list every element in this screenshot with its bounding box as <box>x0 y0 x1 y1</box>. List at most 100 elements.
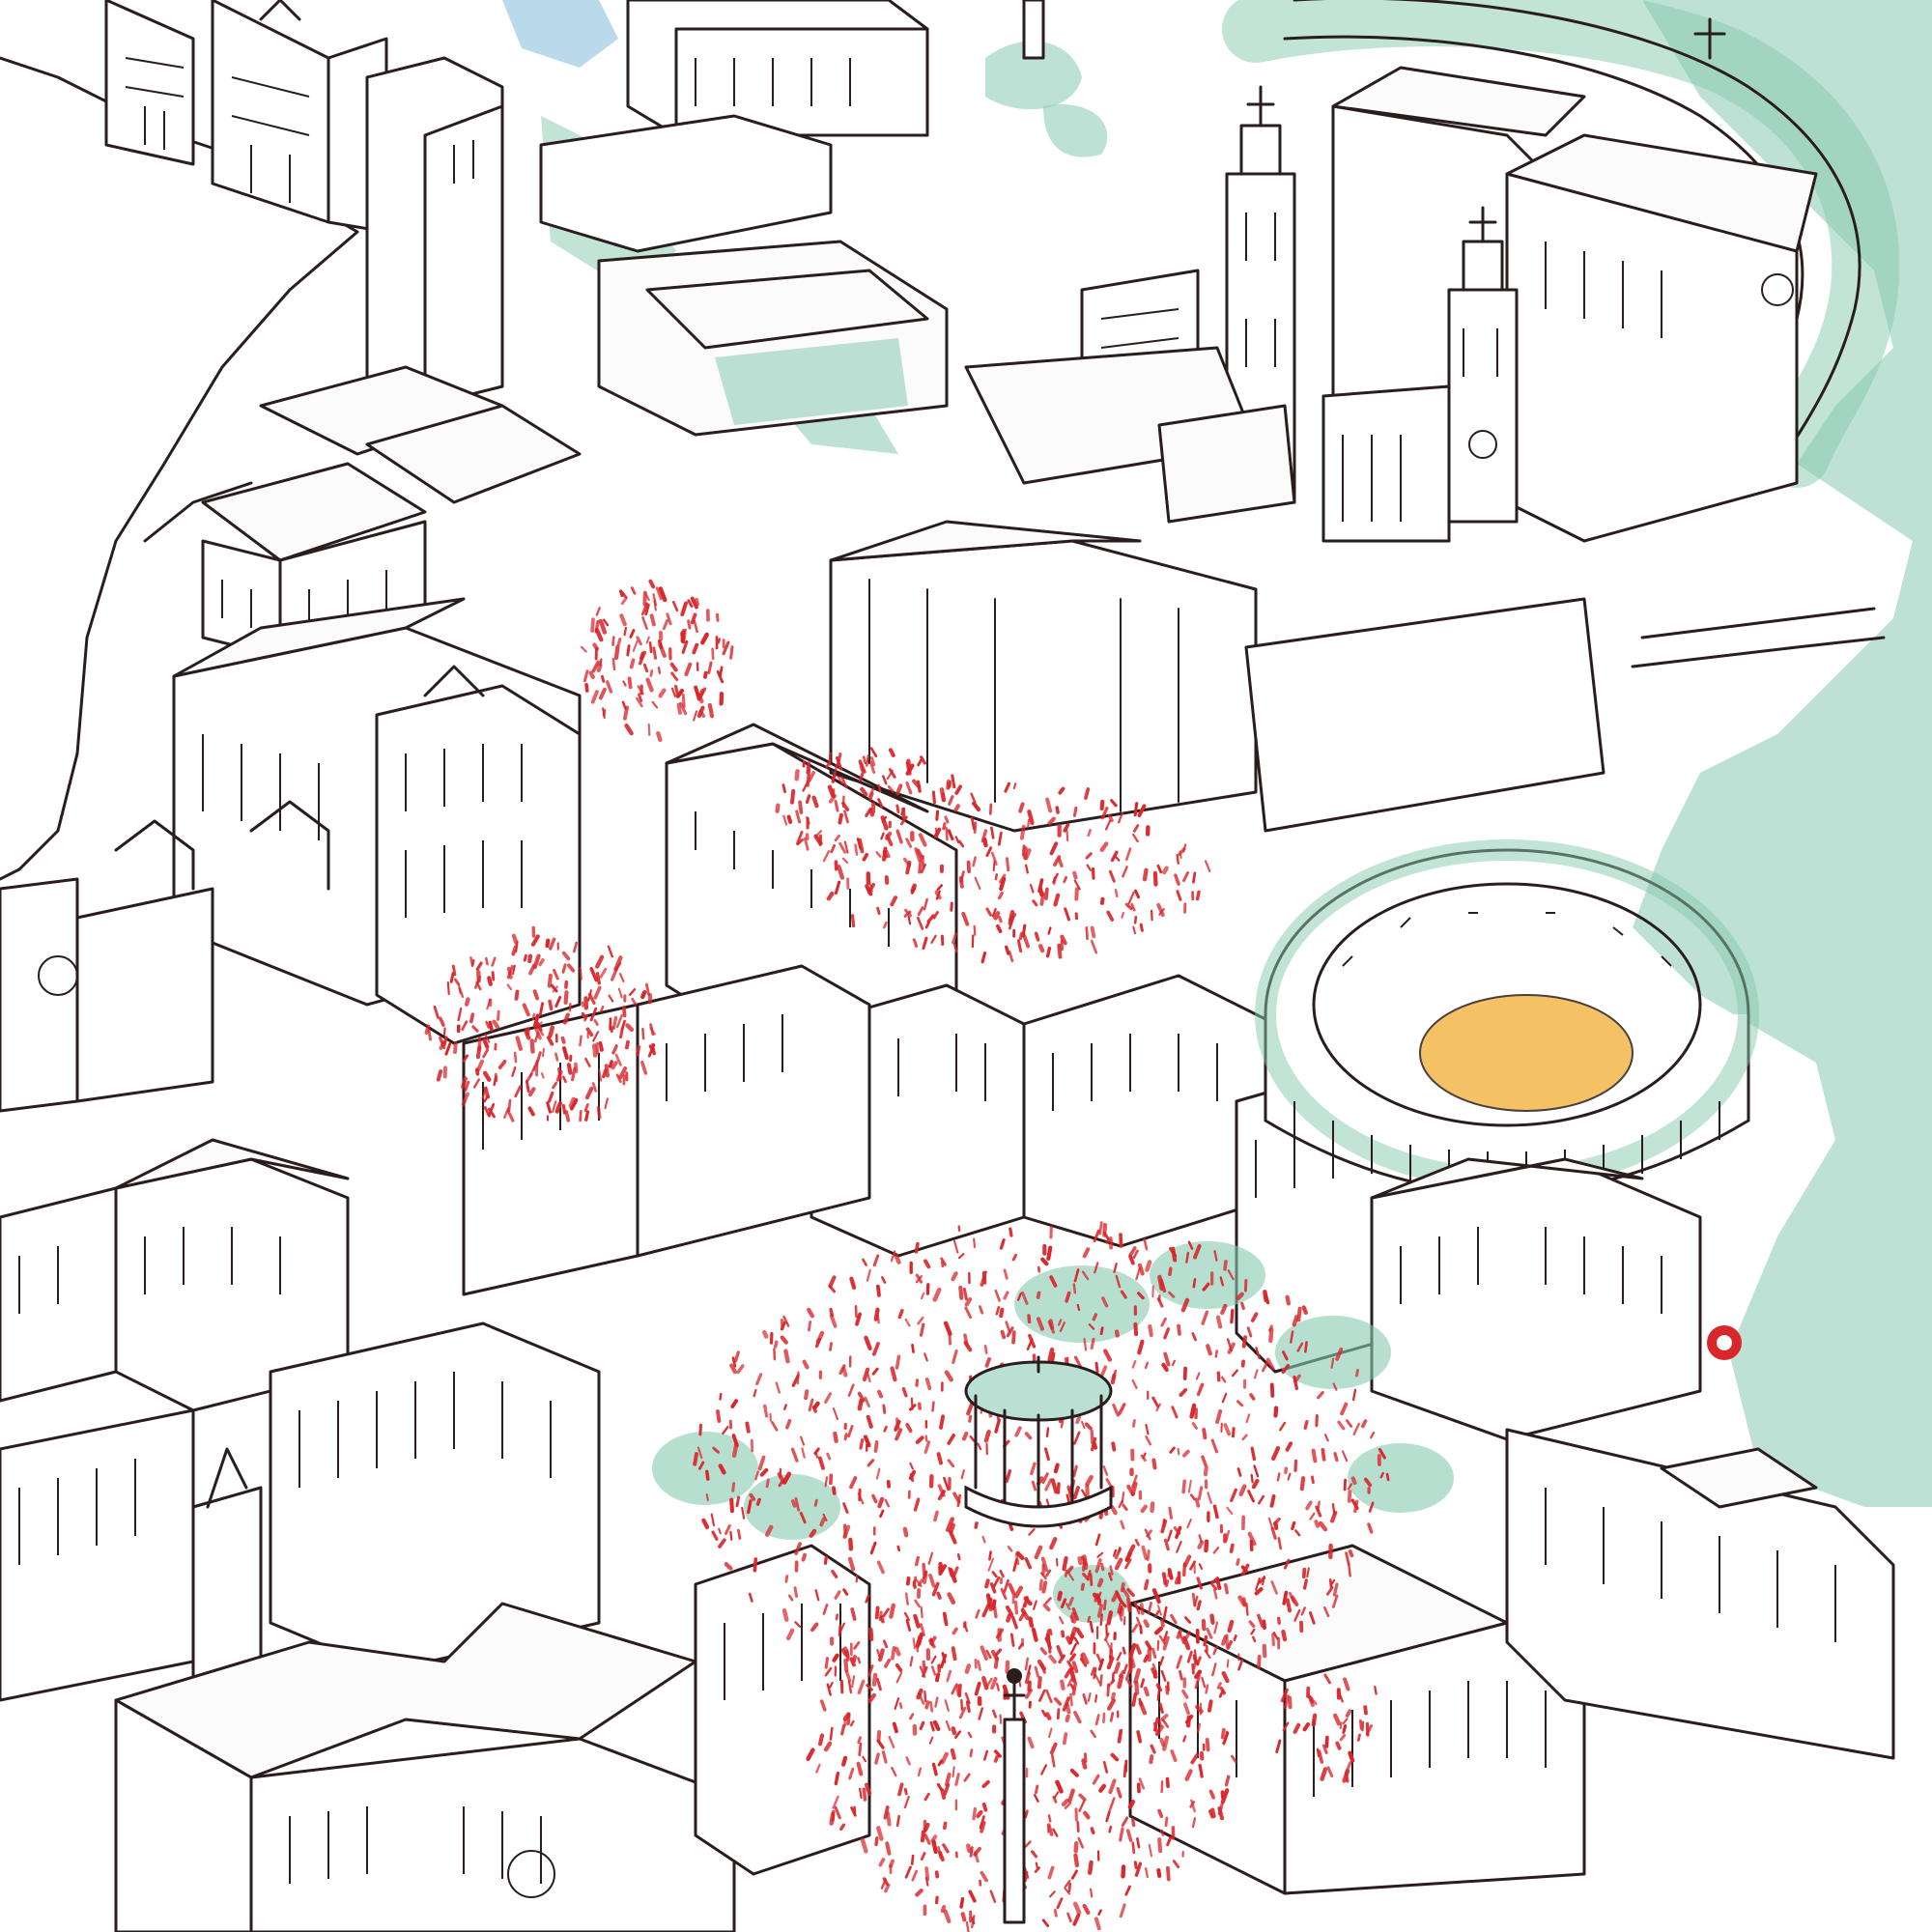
crowd-figure <box>1044 1478 1053 1492</box>
crowd-figure <box>511 1066 517 1077</box>
crowd-figure <box>1170 1613 1178 1625</box>
crowd-figure <box>1041 1472 1049 1485</box>
crowd-figure <box>1105 1236 1113 1244</box>
location-marker-icon[interactable] <box>1707 1325 1742 1360</box>
crowd-figure <box>960 1698 964 1711</box>
crowd-figure <box>636 1044 641 1057</box>
crowd-figure <box>972 856 977 867</box>
crowd-figure <box>947 1592 956 1605</box>
crowd-figure <box>875 1467 881 1480</box>
crowd-figure <box>803 837 810 851</box>
crowd-figure <box>865 884 873 896</box>
crowd-figure <box>1024 1432 1033 1440</box>
crowd-figure <box>1277 1537 1283 1550</box>
crowd-figure <box>1163 1327 1171 1340</box>
crowd-figure <box>847 1383 855 1397</box>
crowd-figure <box>878 1858 886 1867</box>
crowd-figure <box>488 1107 496 1119</box>
crowd-figure <box>1098 1783 1107 1793</box>
crowd-figure <box>931 1762 938 1776</box>
crowd-figure <box>1152 1721 1160 1737</box>
bandstand-icon <box>964 1355 1113 1528</box>
crowd-figure <box>1130 1481 1138 1496</box>
crowd-figure <box>1090 1729 1096 1739</box>
crowd-figure <box>1049 1742 1058 1755</box>
crowd-figure <box>845 1649 850 1662</box>
crowd-figure <box>442 1027 446 1036</box>
crowd-figure <box>995 1305 1001 1316</box>
crowd-figure <box>1088 1860 1094 1875</box>
crowd-figure <box>1013 1585 1024 1599</box>
crowd-figure <box>840 1723 846 1736</box>
crowd-figure <box>897 1308 904 1320</box>
crowd-figure <box>1155 1403 1161 1412</box>
crowd-figure <box>835 1613 839 1621</box>
crowd-figure <box>1139 923 1144 932</box>
crowd-figure <box>945 1517 954 1532</box>
crowd-figure <box>592 1043 598 1058</box>
crowd-figure <box>1290 1330 1294 1344</box>
crowd-figure <box>904 1592 909 1605</box>
crowd-figure <box>617 987 623 999</box>
crowd-figure <box>1187 1240 1194 1250</box>
crowd-figure <box>1025 1688 1033 1699</box>
crowd-figure <box>1100 807 1109 820</box>
crowd-figure <box>590 690 599 704</box>
crowd-figure <box>1166 1865 1171 1882</box>
crowd-figure <box>1220 1303 1228 1316</box>
crowd-figure <box>877 1496 885 1509</box>
crowd-figure <box>493 1075 497 1087</box>
crowd-figure <box>1058 786 1065 795</box>
crowd-figure <box>908 1469 917 1481</box>
crowd-figure <box>1197 1540 1205 1549</box>
crowd-figure <box>1186 1519 1192 1529</box>
crowd-figure <box>790 789 796 805</box>
crowd-figure <box>1171 1359 1177 1367</box>
crowd-figure <box>808 771 815 782</box>
crowd-figure <box>1041 1580 1048 1594</box>
crowd-figure <box>1114 1557 1123 1571</box>
crowd-figure <box>639 651 645 661</box>
crowd-figure <box>1065 1879 1071 1888</box>
crowd-figure <box>536 1021 543 1028</box>
crowd-figure <box>1127 891 1135 905</box>
crowd-figure <box>599 1005 605 1013</box>
crowd-figure <box>1137 1292 1145 1300</box>
crowd-figure <box>1317 1391 1324 1400</box>
crowd-figure <box>1089 1620 1094 1634</box>
crowd-figure <box>980 1821 986 1833</box>
crowd-figure <box>940 1261 945 1268</box>
crowd-figure <box>511 945 518 956</box>
crowd-figure <box>862 755 867 765</box>
crowd-figure <box>799 1511 807 1524</box>
crowd-figure <box>1008 950 1014 963</box>
crowd-figure <box>1306 1567 1310 1578</box>
crowd-figure <box>926 914 935 923</box>
crowd-figure <box>591 660 601 673</box>
crowd-figure <box>1014 1426 1022 1437</box>
crowd-figure <box>1299 1476 1306 1492</box>
crowd-figure <box>1088 1323 1095 1330</box>
crowd-figure <box>1210 1438 1219 1454</box>
crowd-figure <box>888 1735 895 1748</box>
crowd-figure <box>773 1340 779 1349</box>
crowd-figure <box>542 1047 545 1058</box>
crowd-figure <box>1005 1605 1013 1617</box>
crowd-figure <box>867 1692 877 1703</box>
crowd-figure <box>1160 1829 1165 1836</box>
crowd-figure <box>1012 1558 1018 1572</box>
crowd-figure <box>808 1321 812 1332</box>
crowd-figure <box>868 1627 874 1642</box>
crowd-figure <box>568 1003 572 1012</box>
crowd-figure <box>1243 1279 1248 1293</box>
crowd-figure <box>931 790 936 805</box>
crowd-figure <box>1258 1577 1266 1584</box>
crowd-figure <box>1170 1749 1178 1763</box>
crowd-figure <box>1196 1577 1204 1590</box>
crowd-figure <box>1056 1557 1059 1567</box>
crowd-figure <box>1143 1619 1150 1629</box>
crowd-figure <box>554 995 562 1008</box>
crowd-figure <box>922 1571 928 1584</box>
crowd-figure <box>1363 1705 1368 1716</box>
crowd-figure <box>940 1751 949 1765</box>
